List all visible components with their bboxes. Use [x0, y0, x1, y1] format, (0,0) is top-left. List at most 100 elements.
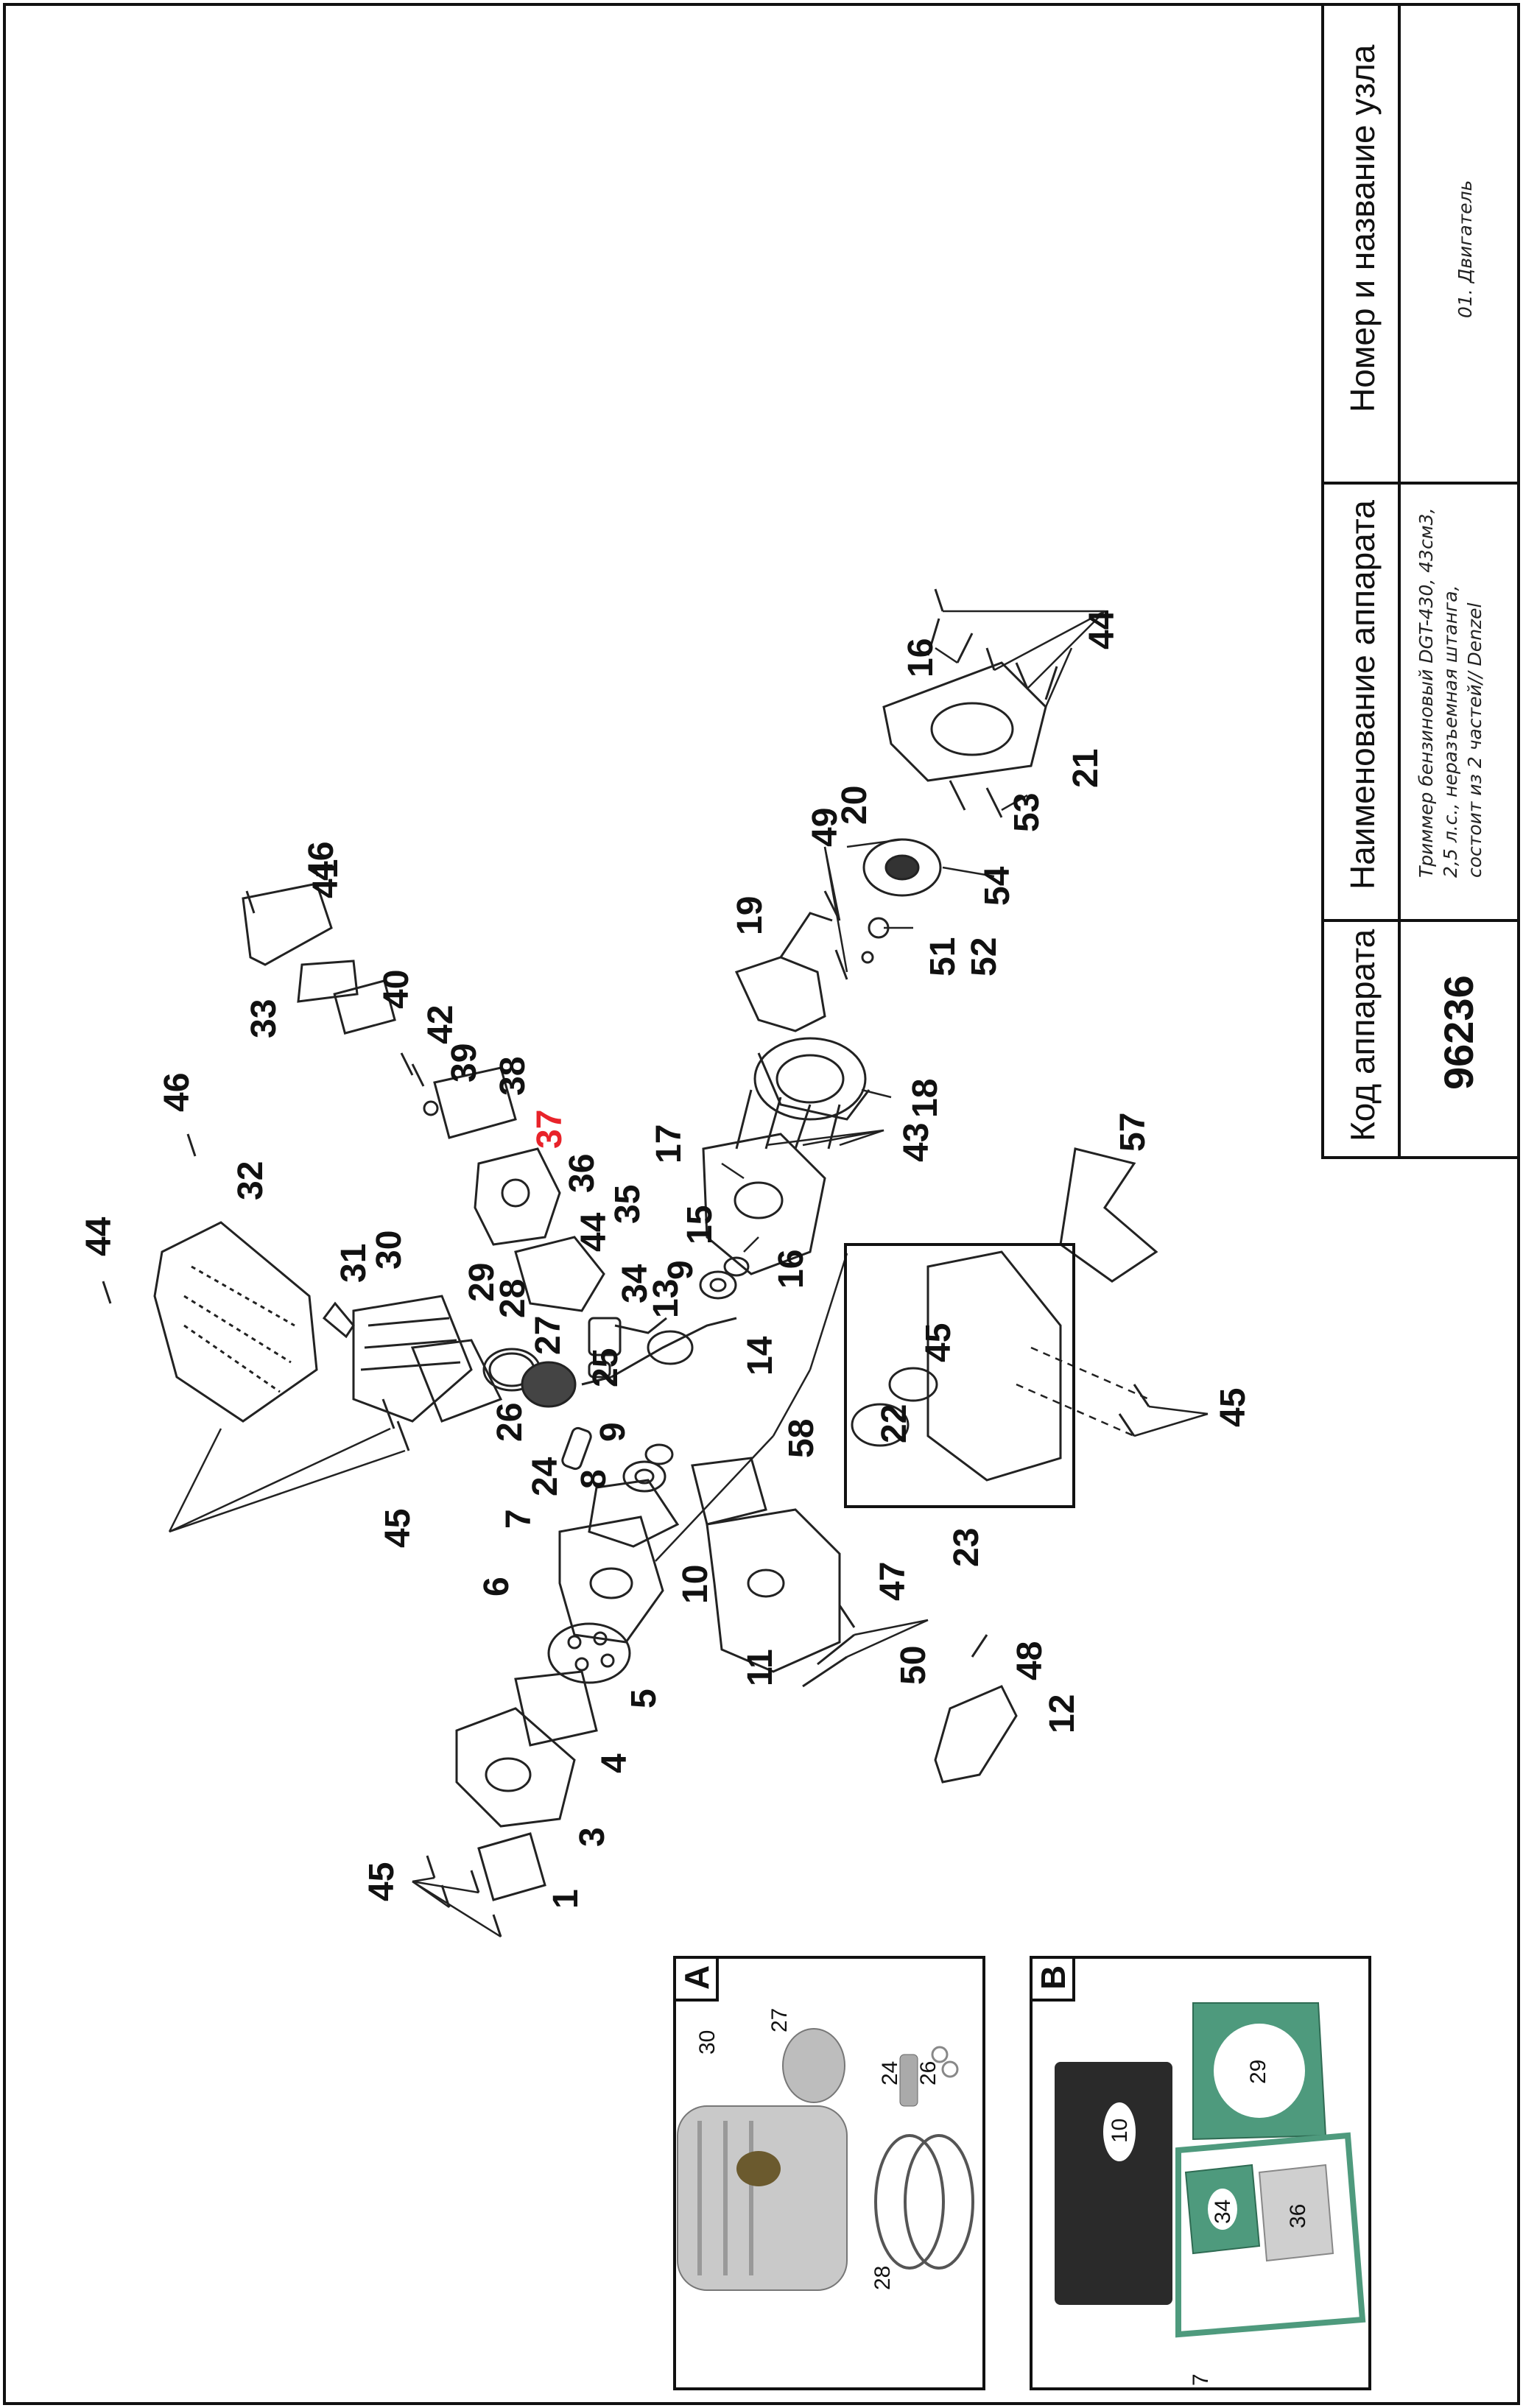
ignition-coil-part	[734, 912, 833, 1032]
part-label: 12	[1043, 1694, 1082, 1733]
part-label: 4	[595, 1753, 634, 1773]
part-label: 9	[594, 1422, 633, 1442]
part-label: 16	[901, 638, 940, 677]
part-label: 28	[493, 1279, 532, 1318]
part-label: 25	[586, 1348, 625, 1387]
muffler-gasket-part	[514, 1670, 598, 1747]
part-label: 39	[445, 1043, 484, 1082]
part-label: 45	[919, 1323, 958, 1362]
part-label: 45	[379, 1509, 418, 1548]
part-label: 44	[1083, 610, 1122, 649]
inset-b-gasket-set: B 29 10 34 36 7	[1030, 1956, 1371, 2390]
part-labels: 1 3 4 5 6 7 8 9 9 10 11 12 13 14 15 16 1…	[80, 610, 1253, 1909]
crankshaft-part	[581, 1317, 737, 1386]
part-label: 41	[306, 859, 345, 898]
part-label: 27	[529, 1316, 568, 1355]
part-label: 54	[978, 866, 1017, 906]
crankcase-gasket-photo	[1175, 2132, 1366, 2338]
carburetor-part	[474, 1147, 561, 1246]
part-label: 32	[231, 1161, 270, 1200]
fuel-tank-part	[706, 1508, 841, 1673]
sheet-frame	[3, 3, 1520, 2405]
crankcase-half-part	[702, 1089, 841, 1275]
piston-photo	[782, 2028, 845, 2103]
part-label: 49	[806, 808, 845, 847]
inset-b-label-36: 36	[1286, 2204, 1310, 2228]
muffler-part	[455, 1707, 576, 1828]
engine-cover-part	[153, 1221, 318, 1423]
name-line-1: Триммер бензиновый DGT-430, 43см3,	[1415, 507, 1437, 878]
inset-a-piston-kit: A 30 27 24 26 28	[673, 1956, 985, 2390]
starter-pulley-part	[862, 838, 942, 897]
inset-a-label-28: 28	[870, 2266, 895, 2290]
part-label: 50	[894, 1646, 933, 1685]
name-line-2: 2,5 л.с., неразъемная штанга,	[1440, 585, 1461, 879]
part-label: 16	[772, 1250, 811, 1289]
insulator-gasket-part	[691, 1457, 767, 1526]
part-label: 22	[875, 1404, 914, 1443]
part-label: 17	[650, 1124, 689, 1163]
muffler-plate-part	[477, 1832, 546, 1901]
node-value: 01. Двигатель	[1455, 180, 1476, 318]
pin-photo	[899, 2054, 918, 2107]
part-label: 1	[546, 1889, 585, 1909]
part-label: 46	[302, 842, 341, 881]
part-label: 45	[362, 1862, 401, 1901]
flywheel-part	[753, 1037, 870, 1121]
part-label: 48	[1010, 1641, 1049, 1680]
inset-a-label-24: 24	[878, 2061, 902, 2085]
part-label: 46	[158, 1073, 197, 1112]
apparatus-code: 96236	[1435, 975, 1482, 1090]
air-filter-cover-part	[242, 882, 333, 966]
part-label: 19	[731, 896, 770, 935]
part-label: 15	[680, 1205, 720, 1245]
part-label: 11	[741, 1649, 780, 1686]
part-label: 43	[897, 1123, 936, 1162]
part-label: 34	[616, 1264, 655, 1303]
fuel-tank-detail-box	[844, 1243, 1075, 1508]
inset-a-label-26: 26	[916, 2061, 940, 2085]
part-label: 31	[334, 1244, 373, 1283]
part-label: 42	[421, 1005, 460, 1044]
heat-shield-part	[547, 1622, 631, 1684]
part-label: 18	[906, 1079, 945, 1118]
part-label: 51	[924, 937, 963, 976]
fuel-cap-part	[851, 1250, 1062, 1482]
part-label: 30	[370, 1231, 409, 1270]
insulator-gasket-photo	[1055, 2062, 1172, 2305]
part-label-highlighted: 37	[530, 1110, 569, 1149]
part-label: 26	[490, 1403, 530, 1442]
inset-b-label-10: 10	[1108, 2119, 1132, 2143]
inset-b-label-7: 7	[1189, 2373, 1213, 2386]
part-label: 36	[563, 1154, 602, 1193]
inset-a-label-30: 30	[695, 2030, 720, 2055]
part-label: 9	[661, 1260, 700, 1280]
exploded-drawing	[102, 588, 1158, 1937]
cylinder-part	[352, 1295, 473, 1423]
part-label: 21	[1066, 749, 1105, 788]
part-label: 5	[625, 1689, 664, 1708]
part-label: 44	[80, 1217, 119, 1256]
piston-pin-part	[561, 1426, 592, 1471]
part-label: 57	[1114, 1113, 1153, 1152]
part-label: 52	[965, 937, 1004, 976]
filter-sponge-part	[297, 960, 359, 1003]
crankcase-gasket-part	[588, 1479, 680, 1548]
carb-gasket-photo	[1258, 2164, 1334, 2262]
inset-b-letter: B	[1034, 1965, 1072, 1990]
part-label: 24	[526, 1457, 565, 1496]
rings-photo	[874, 2134, 945, 2270]
part-label: 10	[676, 1565, 715, 1604]
part-label: 20	[835, 786, 874, 825]
name-header: Наименование аппарата	[1343, 500, 1382, 890]
part-label: 53	[1007, 793, 1047, 832]
inset-a-letter: A	[678, 1965, 716, 1990]
inset-b-label-34: 34	[1211, 2200, 1235, 2224]
part-label: 44	[574, 1212, 613, 1252]
part-label: 7	[499, 1509, 538, 1529]
part-label: 13	[647, 1279, 686, 1318]
part-label: 3	[573, 1827, 612, 1847]
part-label: 33	[245, 999, 284, 1038]
inset-b-label-29: 29	[1246, 2060, 1270, 2084]
